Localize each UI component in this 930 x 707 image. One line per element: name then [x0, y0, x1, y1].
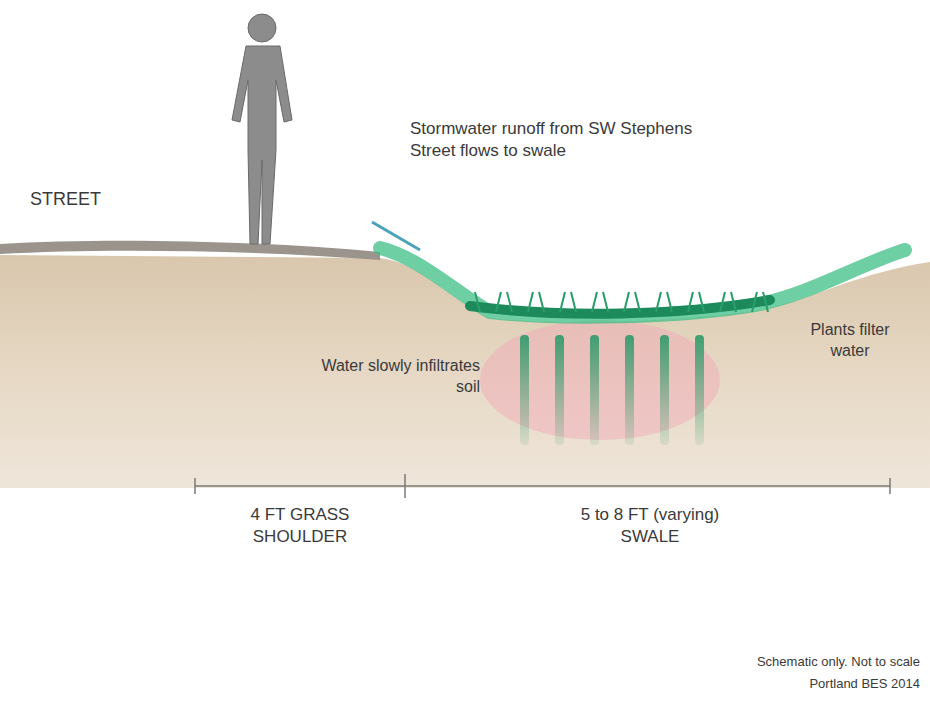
grass-blade — [624, 292, 629, 312]
grass-blade — [720, 292, 725, 312]
infiltration-streak — [625, 335, 634, 445]
shoulder-dimension: 4 FT GRASS SHOULDER — [215, 504, 385, 548]
credit-note: Portland BES 2014 — [640, 676, 920, 693]
infiltration-streak — [695, 335, 704, 445]
grass-blade — [656, 292, 661, 312]
grass-blade — [475, 292, 480, 312]
infiltration-streak — [590, 335, 599, 445]
swale-vegetation — [380, 248, 905, 317]
dimension-lines — [195, 474, 890, 498]
infiltration-streak — [520, 335, 529, 445]
grass-blade — [592, 292, 597, 312]
grass-blade — [731, 292, 736, 312]
grass-blade — [667, 292, 672, 312]
grass-blade — [603, 292, 608, 312]
swale-vegetation-dark — [470, 300, 770, 314]
grass-blade — [528, 292, 533, 312]
street-label: STREET — [30, 188, 140, 211]
grass-blade — [560, 292, 565, 312]
grass-blade — [763, 292, 768, 312]
runoff-flow — [372, 222, 420, 250]
grass-blade — [699, 292, 704, 312]
runoff-note: Stormwater runoff from SW Stephens Stree… — [410, 118, 740, 162]
street-surface — [0, 241, 380, 260]
swale-dimension: 5 to 8 FT (varying) SWALE — [560, 504, 740, 548]
person-figure — [232, 14, 292, 244]
scale-note: Schematic only. Not to scale — [640, 654, 920, 671]
grass-blade — [496, 292, 501, 312]
grass-blade — [539, 292, 544, 312]
infiltration-zone — [480, 320, 720, 440]
grass-blade — [571, 292, 576, 312]
grass-blade — [635, 292, 640, 312]
grass-blade — [752, 292, 757, 312]
grass-blades — [475, 292, 768, 312]
infiltration-streak — [660, 335, 669, 445]
infiltration-note: Water slowly infiltrates soil — [300, 356, 480, 398]
grass-blade — [507, 292, 512, 312]
infiltration-streaks — [520, 335, 704, 445]
grass-blade — [688, 292, 693, 312]
infiltration-streak — [555, 335, 564, 445]
plants-note: Plants filter water — [790, 320, 910, 362]
